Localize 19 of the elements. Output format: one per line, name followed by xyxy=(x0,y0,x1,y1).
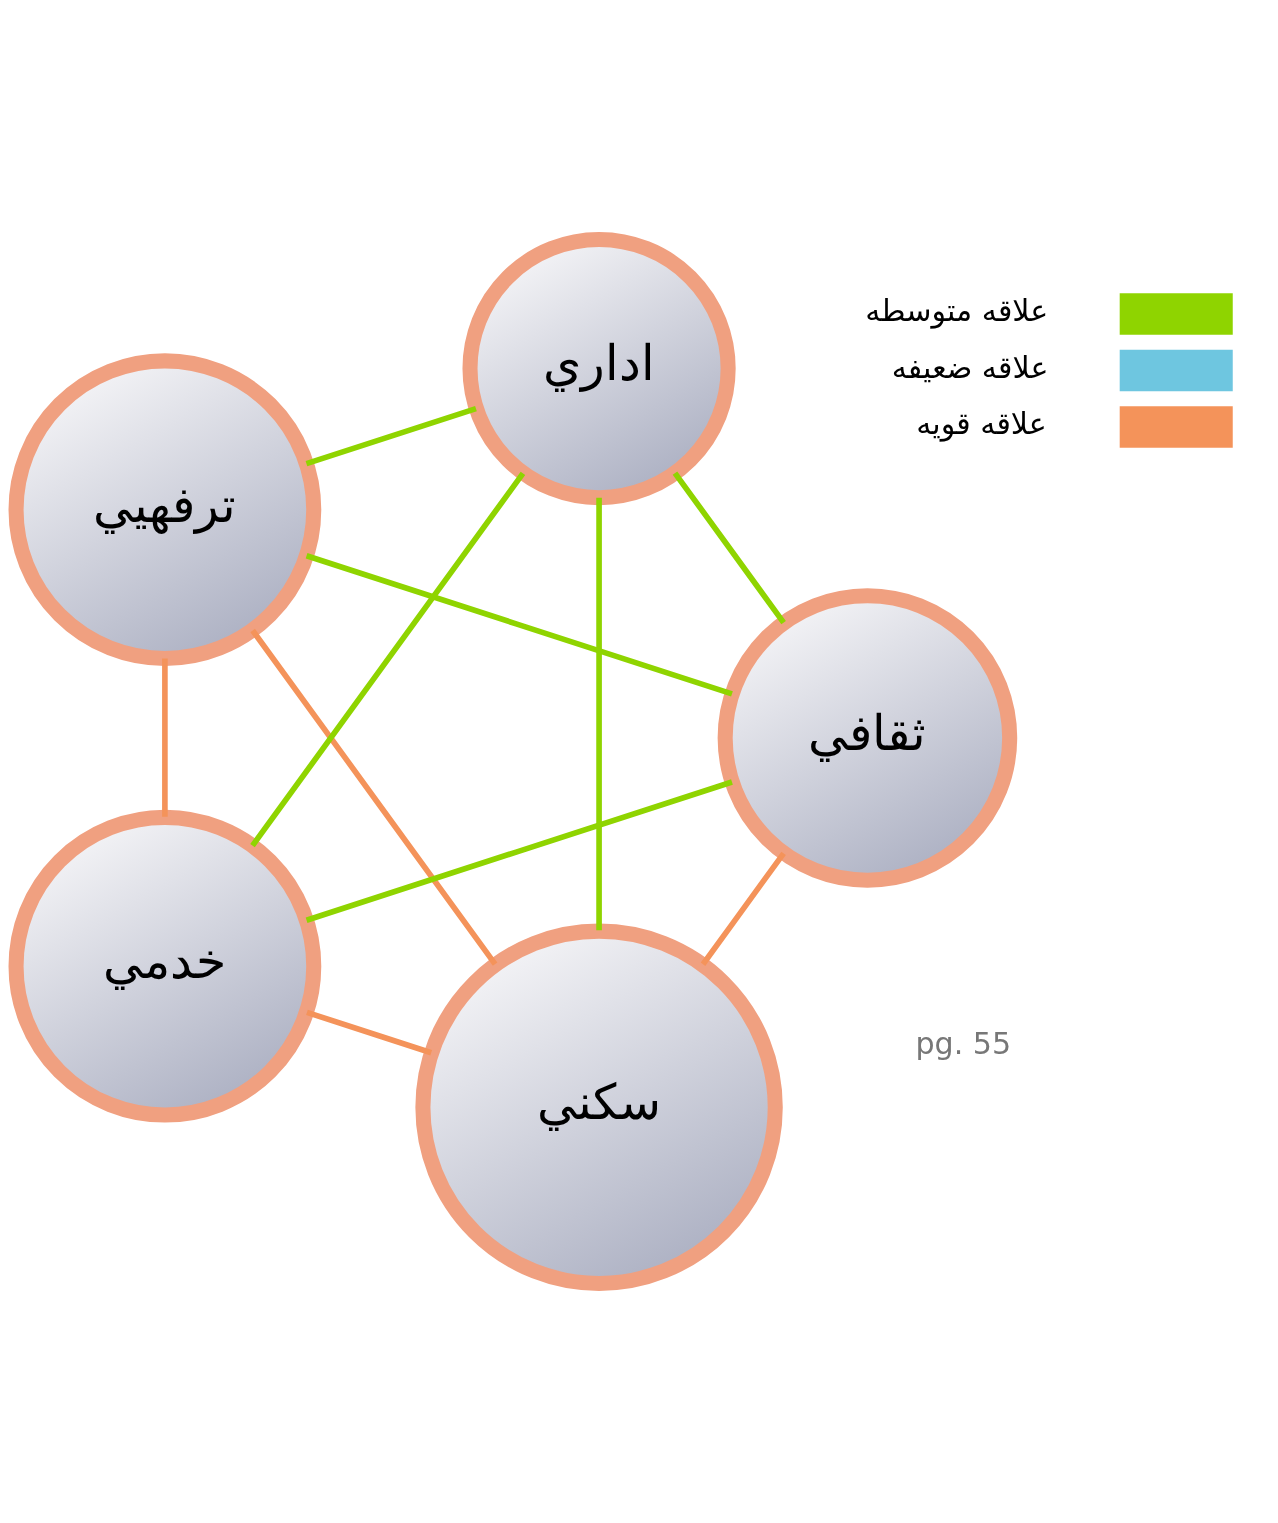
connector xyxy=(700,851,786,966)
node-circle: ترفهيي xyxy=(8,353,322,667)
node-circle: سكني xyxy=(415,923,783,1291)
connector xyxy=(305,779,733,923)
connector xyxy=(162,658,168,817)
connector xyxy=(596,497,602,931)
node-circle: خدمي xyxy=(8,809,322,1123)
connector xyxy=(672,471,786,625)
connector xyxy=(305,553,733,697)
connector xyxy=(305,405,477,467)
legend-label: علاقه متوسطه xyxy=(865,293,1049,329)
connector xyxy=(250,471,526,848)
legend-label: علاقه ضعيفه xyxy=(891,349,1049,385)
node-circle: ثقافي xyxy=(717,588,1018,888)
node-circle: اداري xyxy=(462,232,736,506)
connector xyxy=(306,1009,433,1056)
legend-label: علاقه قويه xyxy=(916,406,1047,442)
label: pg. 55 xyxy=(915,1026,1012,1062)
connector xyxy=(250,628,498,966)
